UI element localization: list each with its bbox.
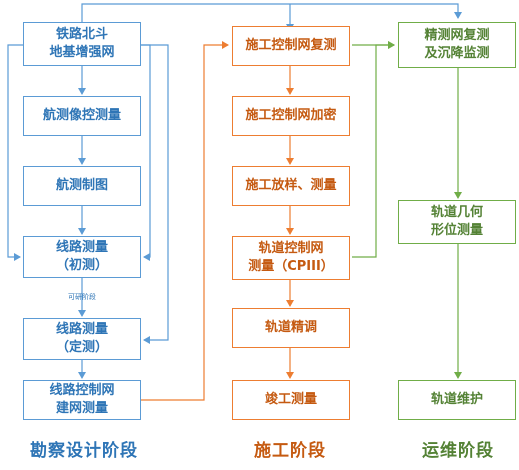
track-fine-adjust-box: 轨道精调 [232,308,350,348]
aerial-mapping-box: 航测制图 [23,166,141,206]
track-control-network-cpiii-box: 轨道控制网 测量（CPIII） [232,236,350,280]
construction-control-densify-box: 施工控制网加密 [232,96,350,136]
arrow-controlnet-to-retest [141,41,229,401]
construction-control-retest-box: 施工控制网复测 [232,26,350,66]
route-control-network-box: 线路控制网 建网测量 [23,380,141,420]
arrow-beidou-to-monitor [81,3,462,22]
track-geometry-survey-box: 轨道几何 形位测量 [398,200,516,244]
aerial-control-survey-box: 航测像控测量 [23,96,141,136]
precise-network-monitoring-box: 精测网复测 及沉降监测 [398,22,516,68]
track-maintenance-box: 轨道维护 [398,380,516,420]
stage-label-construction: 施工阶段 [254,441,326,461]
construction-layout-box: 施工放样、测量 [232,166,350,206]
beidou-network-box: 铁路北斗 地基增强网 [23,22,141,66]
arrow-beidou-to-final-right [141,44,169,344]
feasibility-stage-note: 可研阶段 [68,293,96,301]
arrow-cpiii-to-monitor [352,41,395,258]
arrow-beidou-to-prelim-right [141,44,151,261]
completion-survey-box: 竣工测量 [232,380,350,420]
arrow-beidou-to-prelim-left [7,44,23,261]
route-survey-final-box: 线路测量 （定测） [23,318,141,360]
route-survey-preliminary-box: 线路测量 （初测） [23,236,141,278]
stage-label-operation: 运维阶段 [422,441,494,461]
stage-label-survey-design: 勘察设计阶段 [30,441,138,461]
